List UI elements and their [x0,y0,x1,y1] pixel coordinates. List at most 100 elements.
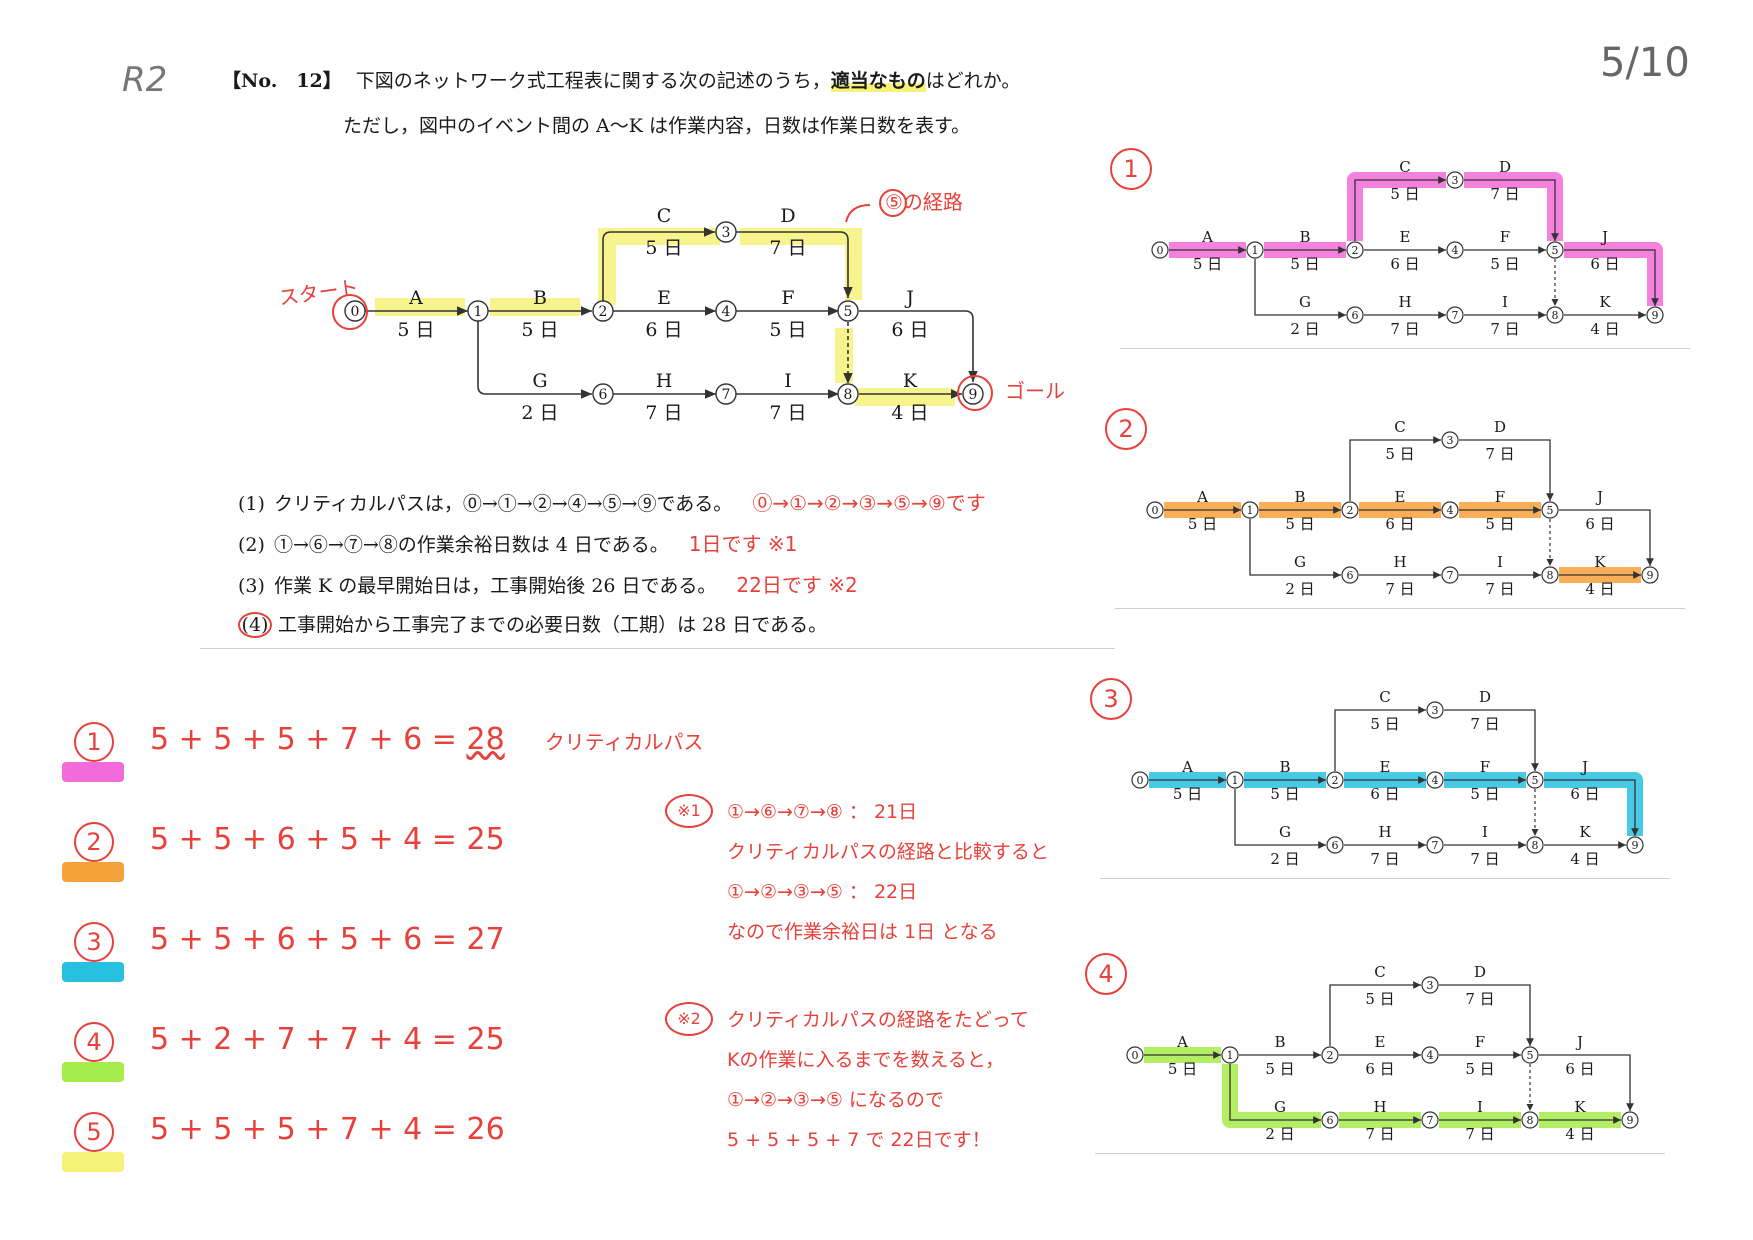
activity-days: 5 日 [1465,1060,1494,1078]
edge-C [1334,706,1426,771]
activity-days: 7 日 [1490,320,1519,338]
mini-network: A5 日B5 日C5 日D7 日E6 日F5 日G2 日H7 日I7 日J6 日… [1126,963,1639,1143]
activity-days: 5 日 [1470,785,1499,803]
activity-days: 5 日 [1270,785,1299,803]
activity-label: A [1201,228,1213,246]
svg-text:7: 7 [1447,569,1454,582]
activity-label: D [1494,418,1506,436]
activity-days-F: 5 日 [769,319,806,341]
node-2: 2 [592,300,614,322]
activity-days: 2 日 [1285,580,1314,598]
activity-label: J [1575,1033,1583,1051]
activity-label: C [1399,158,1410,176]
divider [200,648,1115,649]
node-6: 6 [592,383,614,405]
statement-text: 工事開始から工事完了までの必要日数（工期）は 28 日である。 [278,614,828,636]
divider [1115,608,1685,609]
mini-network: A5 日B5 日C5 日D7 日E6 日F5 日G2 日H7 日I7 日J6 日… [1131,688,1644,868]
activity-days: 5 日 [1188,515,1217,533]
edge-J [1559,509,1654,566]
note-line: クリティカルパスの経路をたどって [727,1009,1029,1031]
mini-network: A5 日B5 日C5 日D7 日E6 日F5 日G2 日H7 日I7 日J6 日… [1146,418,1659,598]
network-diagram: A 5 日 B 5 日 C 5 日 D 7 日 E 6 日 F 5 日 G 2 … [277,189,1065,424]
activity-days: 5 日 [1490,255,1519,273]
node-1: 1 [1246,241,1264,259]
route-annotation: ⑤の経路 [885,190,963,214]
activity-label: K [1579,823,1591,841]
svg-text:1: 1 [1252,244,1259,257]
svg-text:9: 9 [1632,839,1639,852]
activity-days: 6 日 [1390,255,1419,273]
node-1: 1 [1241,501,1259,519]
svg-text:4: 4 [722,304,731,320]
svg-text:1: 1 [474,304,483,320]
svg-text:8: 8 [1532,839,1539,852]
activity-label: G [1294,553,1306,571]
color-marker [62,762,124,782]
goal-annotation: ゴール [1005,379,1065,403]
activity-days: 5 日 [1285,515,1314,533]
activity-days: 5 日 [1390,185,1419,203]
activity-label-B: B [533,287,547,309]
svg-text:9: 9 [1647,569,1654,582]
node-1: 1 [467,300,489,322]
activity-label: G [1279,823,1291,841]
node-9: 9 [962,383,984,405]
node-9: 9 [1621,1111,1639,1129]
divider [1095,1153,1665,1154]
activity-days: 4 日 [1565,1125,1594,1143]
node-0: 0 [344,300,366,322]
activity-label: H [1378,823,1391,841]
activity-days: 5 日 [1365,990,1394,1008]
node-3: 3 [715,221,737,243]
activity-label: E [1395,488,1406,506]
edge-C [1354,176,1446,241]
note-line: 5 + 5 + 5 + 7 で 22日です！ [727,1129,991,1151]
node-8: 8 [837,383,859,405]
svg-text:1: 1 [1247,504,1254,517]
edge-D [1459,439,1554,501]
node-8: 8 [1521,1111,1539,1129]
activity-days: 7 日 [1470,850,1499,868]
node-4: 4 [1421,1046,1439,1064]
activity-label: C [1394,418,1405,436]
side-diagram-number: 1 [1110,148,1152,190]
activity-days: 5 日 [1265,1060,1294,1078]
node-9: 9 [1626,836,1644,854]
activity-label: J [1600,228,1608,246]
statement-text: 作業 K の最早開始日は，工事開始後 26 日である。 [274,575,717,597]
activity-days: 6 日 [1565,1060,1594,1078]
activity-label: H [1398,293,1411,311]
svg-text:4: 4 [1427,1049,1434,1062]
node-5: 5 [1541,501,1559,519]
svg-text:8: 8 [844,387,853,403]
activity-days: 2 日 [1290,320,1319,338]
svg-text:2: 2 [1352,244,1359,257]
statement-number: (1) [238,493,265,515]
svg-text:6: 6 [1352,309,1359,322]
activity-days: 5 日 [1168,1060,1197,1078]
node-8: 8 [1546,306,1564,324]
svg-text:1: 1 [1227,1049,1234,1062]
node-7: 7 [1446,306,1464,324]
activity-days: 7 日 [1385,580,1414,598]
edge-D [1464,179,1559,241]
activity-days: 5 日 [1290,255,1319,273]
svg-text:3: 3 [1447,434,1454,447]
year-label: R2 [122,60,168,100]
color-marker [62,962,124,982]
question-note: ただし，図中のイベント間の A～K は作業内容，日数は作業日数を表す。 [343,115,971,137]
score: 5/10 [1600,40,1690,86]
svg-text:0: 0 [1132,1049,1139,1062]
svg-text:6: 6 [1347,569,1354,582]
activity-label: E [1375,1033,1386,1051]
activity-days-H: 7 日 [645,402,682,424]
color-marker [62,1062,124,1082]
activity-label-E: E [657,287,671,309]
activity-label: C [1374,963,1385,981]
activity-label: B [1294,488,1305,506]
question-text: 下図のネットワーク式工程表に関する次の記述のうち， [355,70,831,92]
